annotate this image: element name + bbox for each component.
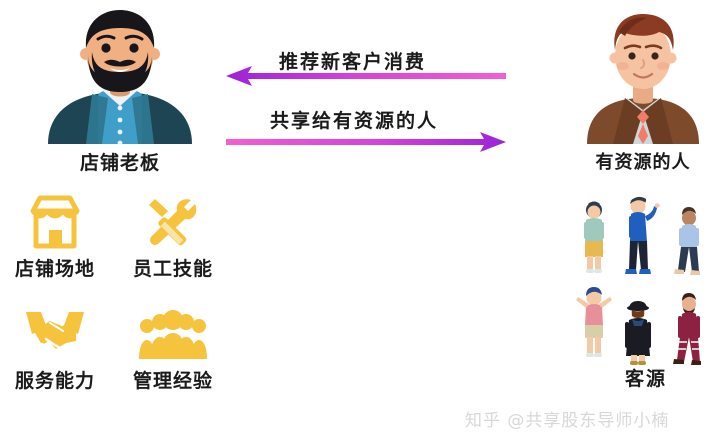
arrow-label-bottom: 共享给有资源的人 bbox=[270, 110, 439, 132]
arrow-label-top: 推荐新客户消费 bbox=[279, 51, 427, 73]
resourceful-person-avatar bbox=[575, 6, 711, 148]
shop-owner-block: 店铺老板 bbox=[30, 6, 210, 173]
asset-item-tools: 员工技能 bbox=[118, 192, 228, 279]
arrow-top-left bbox=[226, 66, 506, 90]
figure-man-lightblue bbox=[674, 207, 700, 275]
shop-owner-caption: 店铺老板 bbox=[79, 152, 160, 174]
people-group-icon bbox=[118, 304, 228, 366]
shop-owner-avatar bbox=[30, 6, 210, 148]
resourceful-person-block: 有资源的人 bbox=[575, 6, 711, 172]
asset-item-store: 店铺场地 bbox=[0, 192, 110, 279]
resourceful-person-caption: 有资源的人 bbox=[595, 152, 691, 173]
asset-label-people: 管理经验 bbox=[132, 370, 213, 392]
handshake-icon bbox=[0, 304, 110, 366]
asset-label-handshake: 服务能力 bbox=[14, 370, 95, 392]
crowd-illustration bbox=[572, 196, 720, 372]
figure-man-blue bbox=[625, 196, 660, 274]
asset-item-handshake: 服务能力 bbox=[0, 304, 110, 391]
figure-woman-black bbox=[625, 301, 651, 365]
watermark: 知乎 @共享股东导师小楠 bbox=[465, 411, 670, 431]
store-icon bbox=[0, 192, 110, 254]
figure-man-maroon bbox=[673, 293, 701, 365]
crowd-caption: 客源 bbox=[624, 368, 667, 390]
arrow-bottom-right bbox=[226, 132, 506, 156]
figure-kid-pink bbox=[576, 287, 612, 357]
tools-icon bbox=[118, 192, 228, 254]
asset-label-tools: 员工技能 bbox=[132, 258, 213, 280]
figure-teen-green bbox=[584, 201, 604, 273]
asset-label-store: 店铺场地 bbox=[14, 258, 95, 280]
asset-item-people: 管理经验 bbox=[118, 304, 228, 391]
